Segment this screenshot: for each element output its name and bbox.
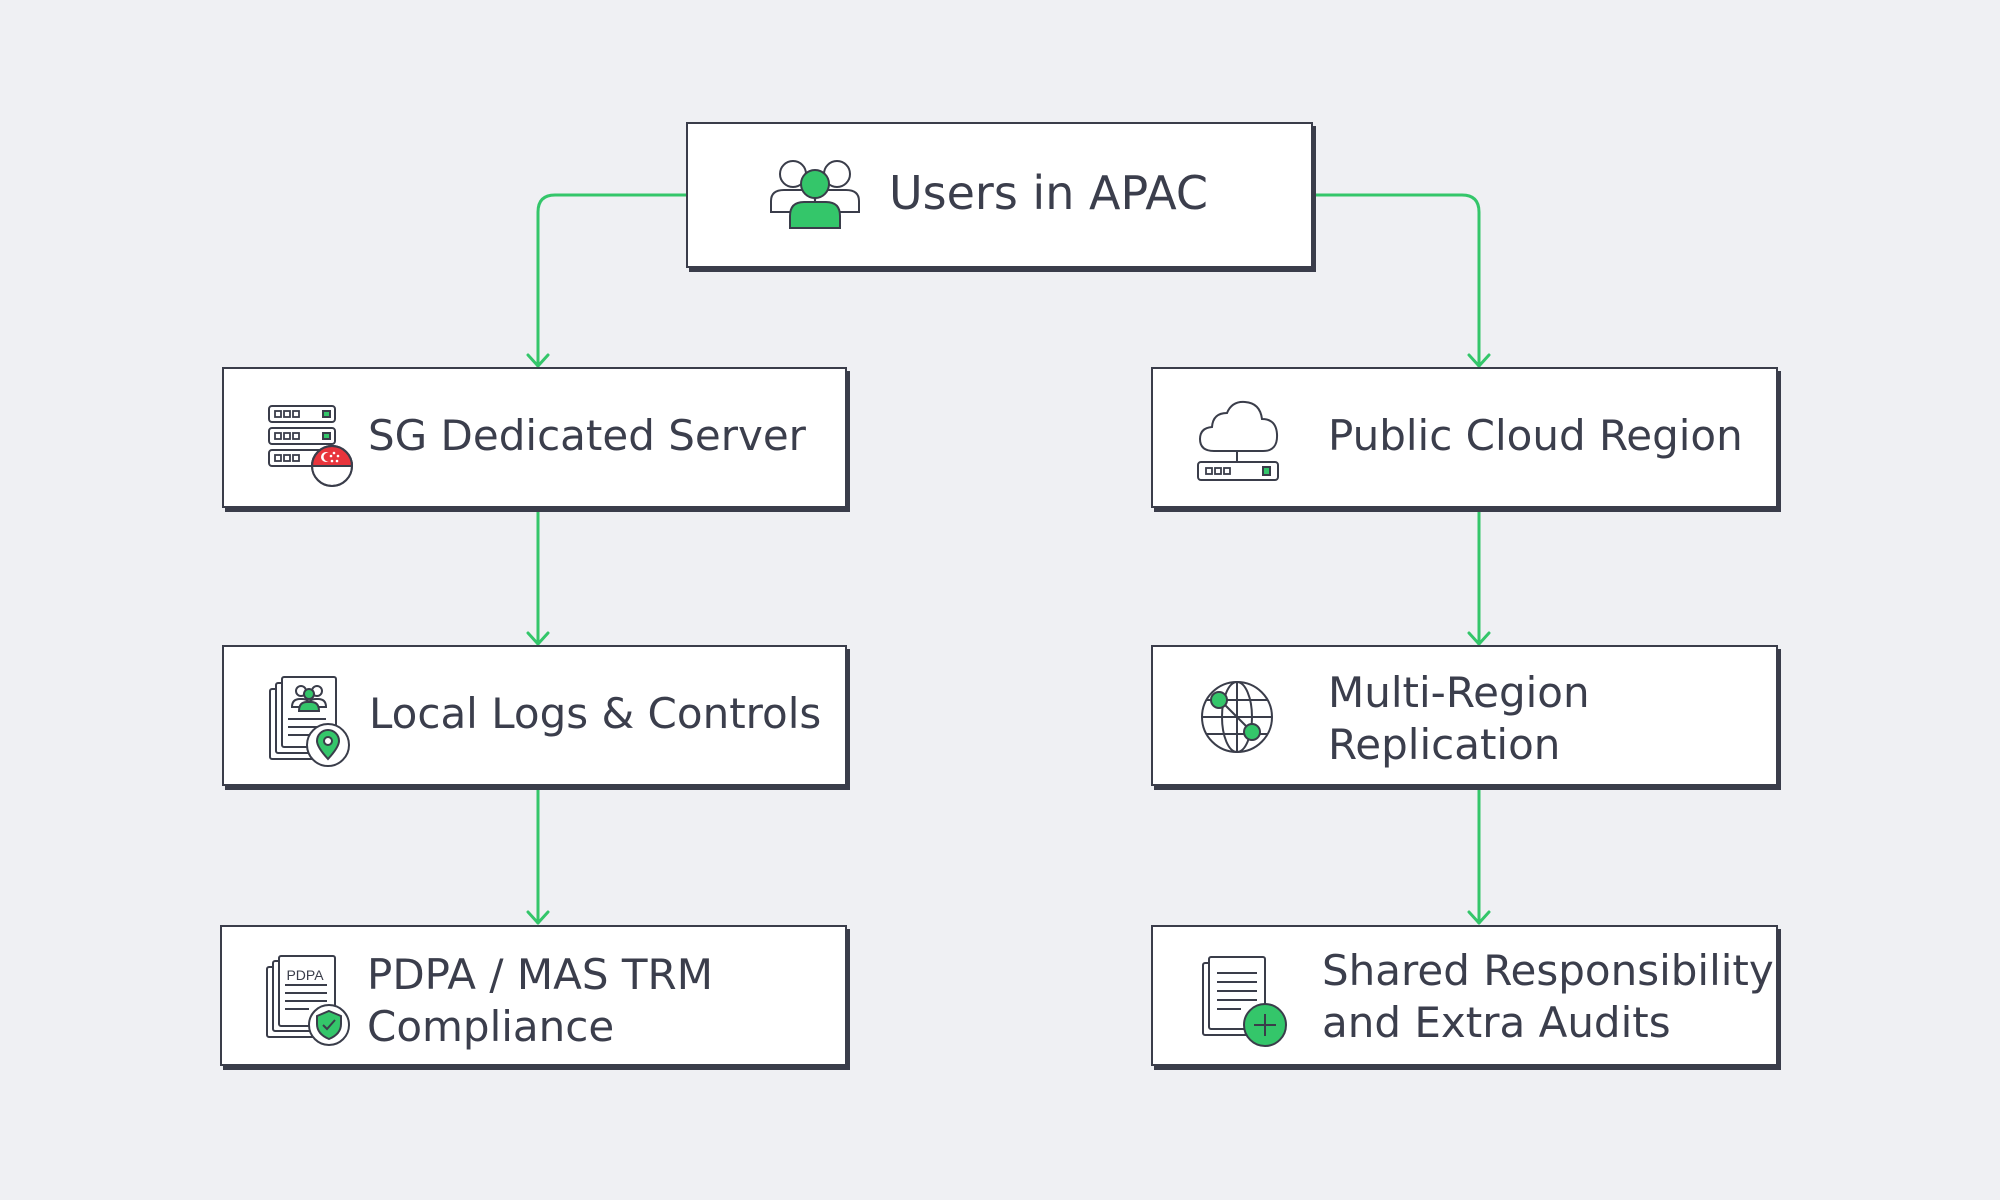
label-line-1: Shared Responsibility: [1322, 946, 1774, 995]
node-label: Shared Responsibility and Extra Audits: [1322, 945, 1774, 1049]
node-multi-region-replication: Multi-Region Replication: [1151, 645, 1778, 786]
connector-root-to-sg-server: [536, 193, 688, 368]
label-line-2: Replication: [1328, 720, 1561, 769]
arrowhead-pdpa: [526, 910, 550, 925]
arrowhead-multi-region: [1467, 631, 1491, 646]
node-label: PDPA / MAS TRM Compliance: [367, 949, 713, 1053]
node-local-logs-controls: Local Logs & Controls: [222, 645, 847, 786]
document-plus-icon: [1202, 956, 1287, 1047]
doc-tag-text: PDPA: [286, 967, 324, 983]
node-public-cloud-region: Public Cloud Region: [1151, 367, 1778, 508]
node-label: SG Dedicated Server: [368, 411, 806, 460]
label-line-1: PDPA / MAS TRM: [367, 950, 713, 999]
node-label: Users in APAC: [889, 166, 1209, 220]
globe-network-icon: [1201, 681, 1273, 753]
server-rack-singapore-flag-icon: [268, 405, 354, 487]
connector-root-to-public-cloud: [1311, 193, 1481, 368]
document-shield-icon: PDPA: [266, 955, 350, 1046]
arrowhead-local-logs: [526, 631, 550, 646]
node-pdpa-mas-trm-compliance: PDPA PDPA / MAS TRM Compliance: [220, 925, 847, 1066]
node-label: Multi-Region Replication: [1328, 667, 1590, 771]
users-group-icon: [770, 160, 860, 229]
arrowhead-shared: [1467, 910, 1491, 925]
arrowhead-public-cloud: [1467, 353, 1491, 368]
arrowhead-sg-server: [526, 353, 550, 368]
document-location-pin-icon: [269, 676, 350, 767]
node-sg-dedicated-server: SG Dedicated Server: [222, 367, 847, 508]
node-label: Public Cloud Region: [1328, 411, 1743, 460]
label-line-2: Compliance: [367, 1002, 615, 1051]
node-shared-responsibility: Shared Responsibility and Extra Audits: [1151, 925, 1778, 1066]
label-line-1: Multi-Region: [1328, 668, 1590, 717]
node-users-in-apac: Users in APAC: [686, 122, 1313, 268]
node-label: Local Logs & Controls: [369, 689, 822, 738]
cloud-server-icon: [1197, 400, 1279, 481]
label-line-2: and Extra Audits: [1322, 998, 1671, 1047]
